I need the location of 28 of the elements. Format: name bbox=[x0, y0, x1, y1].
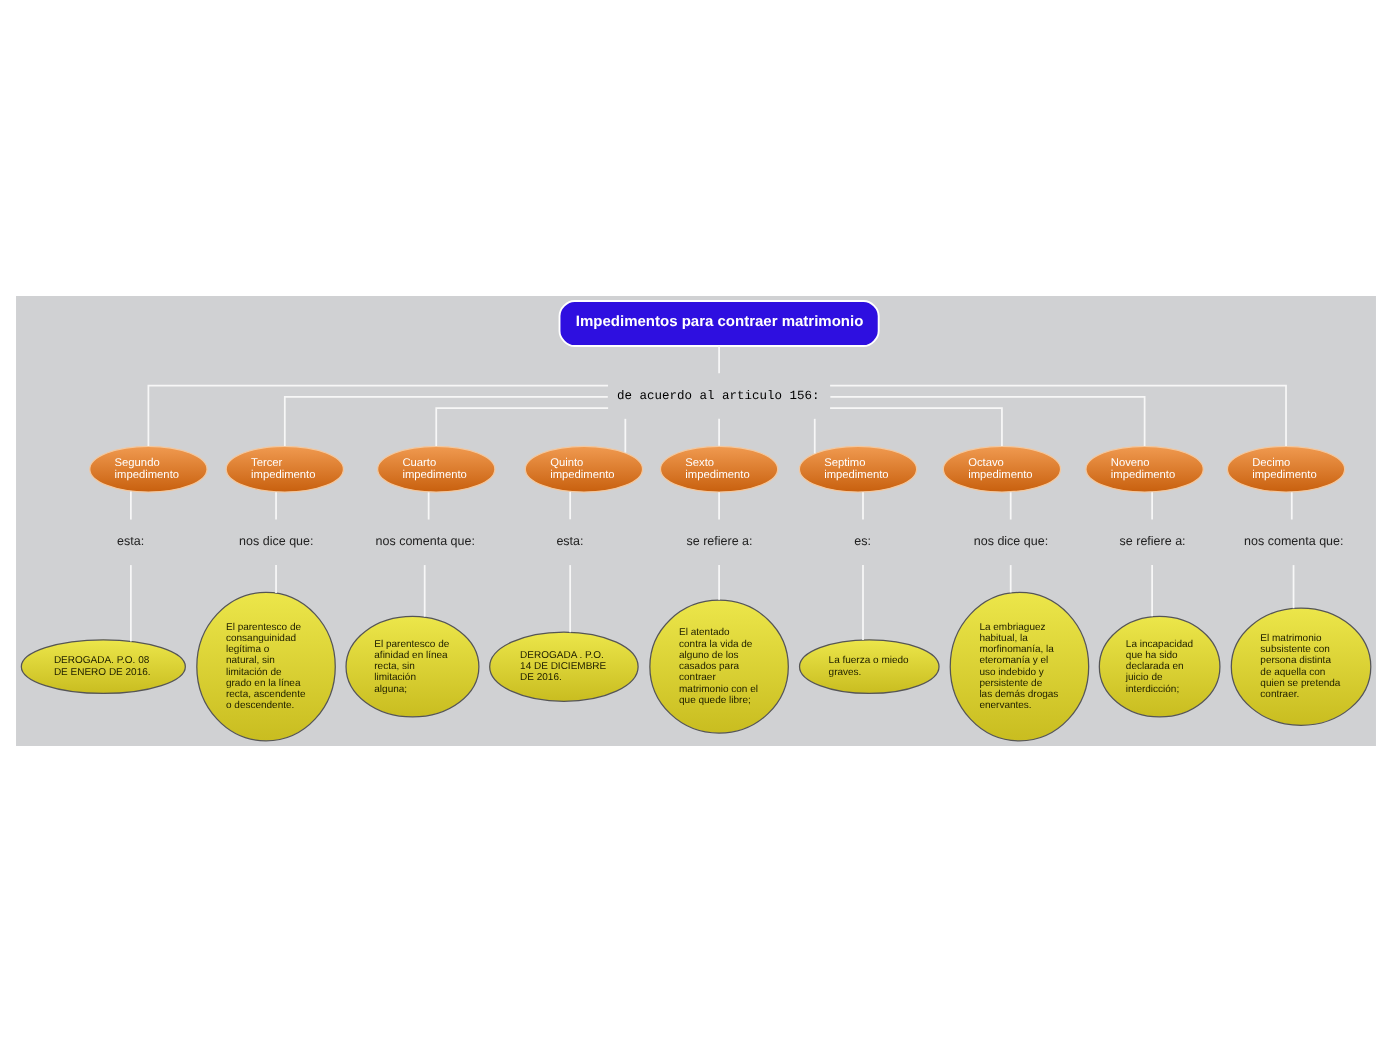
connector bbox=[427, 490, 430, 520]
connector bbox=[569, 490, 572, 520]
connector bbox=[1151, 563, 1153, 616]
connector bbox=[718, 416, 720, 446]
connector bbox=[829, 383, 1287, 446]
connector bbox=[569, 563, 572, 633]
connector bbox=[1009, 490, 1012, 520]
connector bbox=[275, 563, 277, 593]
connector bbox=[829, 394, 1146, 446]
connector bbox=[813, 416, 816, 454]
connector bbox=[1292, 563, 1295, 609]
connector bbox=[423, 563, 426, 617]
connector bbox=[435, 406, 609, 446]
connector bbox=[147, 383, 609, 446]
connector bbox=[1009, 563, 1012, 593]
connector bbox=[130, 563, 132, 642]
connector bbox=[130, 489, 132, 520]
connector bbox=[283, 394, 609, 446]
connector bbox=[829, 406, 1003, 446]
connector bbox=[718, 490, 720, 520]
connector bbox=[1151, 490, 1153, 520]
connector bbox=[718, 344, 720, 374]
connector bbox=[624, 416, 627, 453]
connector bbox=[1290, 490, 1293, 520]
connector bbox=[718, 563, 720, 600]
connector bbox=[275, 490, 277, 520]
connector bbox=[862, 563, 864, 640]
connector bbox=[862, 490, 864, 520]
